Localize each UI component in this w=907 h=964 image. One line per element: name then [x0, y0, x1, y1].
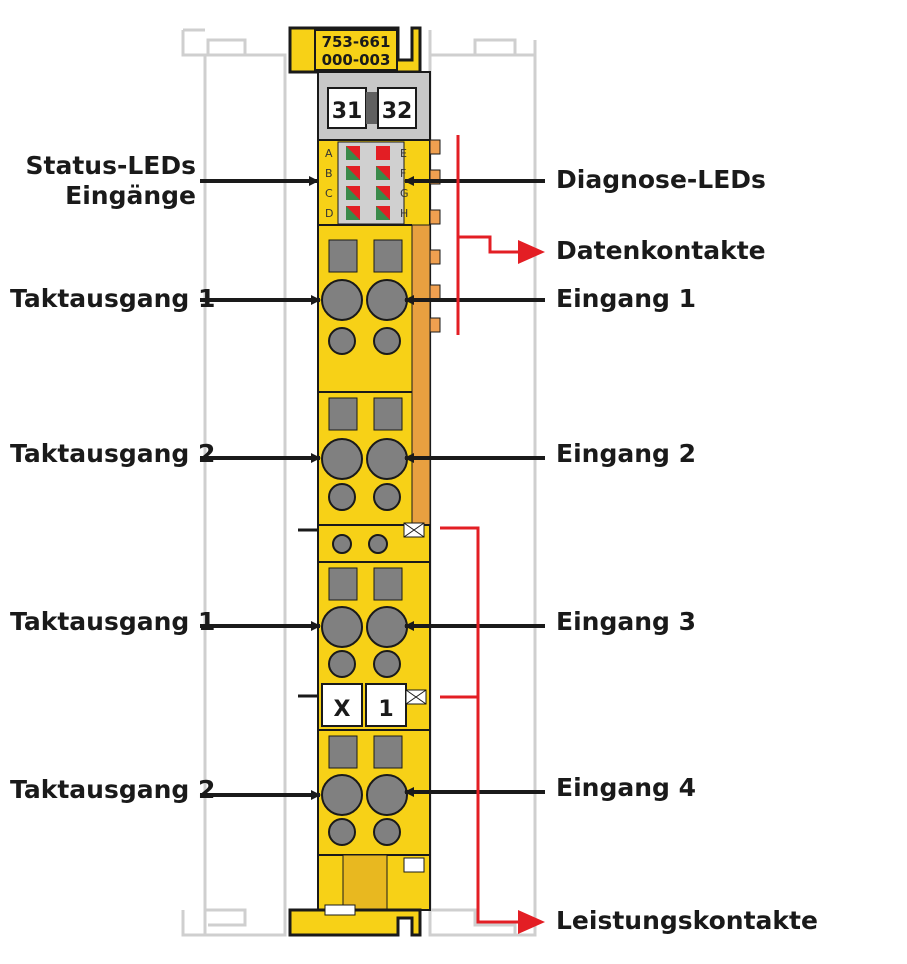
led-d [346, 206, 360, 220]
label-status-leds: Status-LEDs Eingänge [26, 151, 196, 211]
led-letters-left: A B C D [325, 147, 333, 220]
led-a [346, 146, 360, 160]
led-b [346, 166, 360, 180]
clamp-group-1 [318, 224, 412, 355]
led-f [376, 166, 390, 180]
clamp-group-2 [318, 391, 412, 511]
marker-x: X [334, 697, 351, 722]
leistungskontakte-bracket [440, 526, 520, 924]
clamp-group-4 [318, 729, 430, 846]
led-c [346, 186, 360, 200]
label-taktausgang-2a: Taktausgang 2 [10, 439, 216, 468]
datenkontakte-bracket [456, 135, 520, 335]
bottom-marker: X 1 [298, 683, 427, 727]
part-number-line2: 000-003 [322, 51, 391, 69]
status-leds [346, 146, 360, 220]
datenkontakte-arrowhead [518, 240, 545, 264]
data-contact-tabs [429, 139, 441, 333]
label-taktausgang-2b: Taktausgang 2 [10, 775, 216, 804]
part-number-line1: 753-661 [322, 33, 391, 51]
svg-text:G: G [400, 187, 409, 200]
label-eingang-3: Eingang 3 [556, 607, 697, 636]
svg-text:A: A [325, 147, 333, 160]
svg-text:C: C [325, 187, 333, 200]
label-eingang-1: Eingang 1 [556, 284, 697, 313]
marker-1: 1 [378, 697, 393, 722]
svg-text:B: B [325, 167, 333, 180]
right-arrows [404, 176, 545, 797]
label-datenkontakte: Datenkontakte [556, 236, 766, 265]
bottom-latch [288, 854, 431, 937]
label-taktausgang-1a: Taktausgang 1 [10, 284, 216, 313]
left-arrows [200, 176, 321, 800]
diagnose-leds [376, 146, 390, 220]
svg-text:E: E [400, 147, 407, 160]
rail-outline [181, 28, 537, 937]
label-status-leds-line2: Eingänge [65, 181, 196, 210]
label-eingang-2: Eingang 2 [556, 439, 697, 468]
module-body: 753-661 000-003 31 32 A B C D E F G H [288, 26, 441, 937]
svg-text:H: H [400, 207, 408, 220]
led-letters-right: E F G H [400, 147, 409, 220]
label-eingang-4: Eingang 4 [556, 773, 697, 802]
led-e [376, 146, 390, 160]
marker-31: 31 [332, 99, 363, 124]
leistungskontakte-arrowhead [518, 910, 545, 934]
svg-text:D: D [325, 207, 333, 220]
part-number-label-bg [314, 29, 398, 71]
label-status-leds-line1: Status-LEDs [25, 151, 196, 180]
marker-32: 32 [382, 99, 413, 124]
led-g [376, 186, 390, 200]
label-taktausgang-1b: Taktausgang 1 [10, 607, 216, 636]
label-diagnose-leds: Diagnose-LEDs [556, 165, 766, 194]
label-leistungskontakte: Leistungskontakte [556, 906, 818, 935]
svg-text:F: F [400, 167, 406, 180]
clamp-group-3 [321, 567, 408, 678]
led-h [376, 206, 390, 220]
power-jumper-section [298, 522, 430, 563]
